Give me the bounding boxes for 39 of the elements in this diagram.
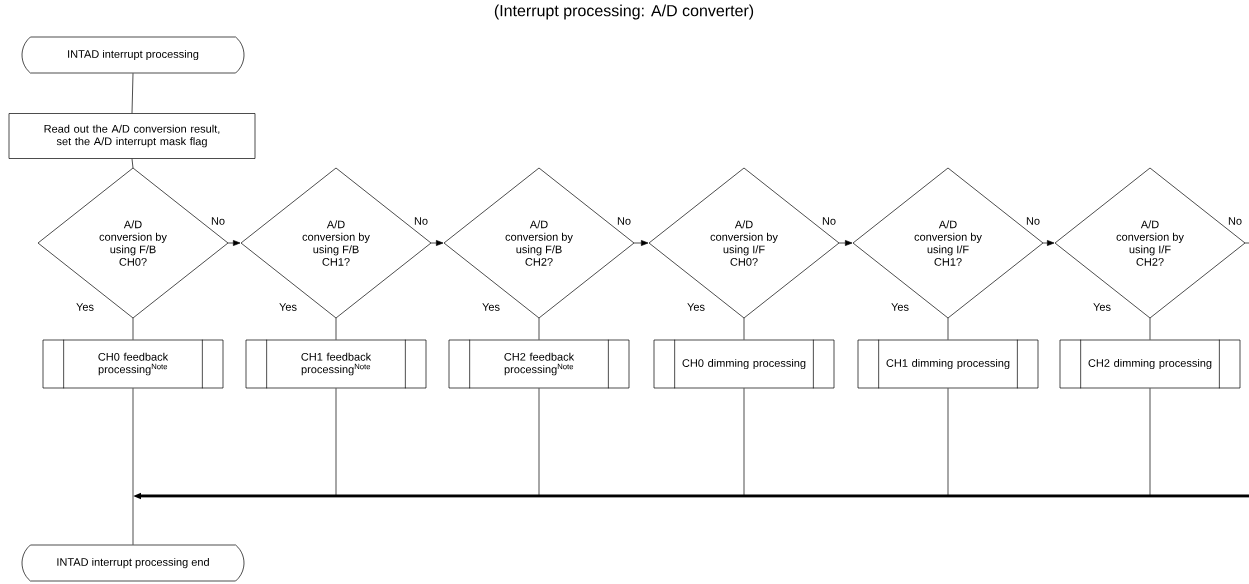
predefined-process-box: CH2 feedback processing$^{Note}$: [448, 339, 630, 389]
edge-label: Yes: [890, 302, 910, 312]
edge-label: No: [821, 216, 838, 226]
arrow: [227, 240, 241, 246]
arrow: [430, 240, 444, 246]
arrow: [633, 240, 649, 246]
edge-label: Yes: [75, 302, 95, 312]
predefined-process-box: CH1 dimming processing: [857, 339, 1039, 389]
predefined-process-box: CH2 dimming processing: [1059, 339, 1241, 389]
arrow: [1042, 240, 1055, 246]
edge-label: No: [616, 216, 633, 226]
connector-line: [131, 73, 134, 114]
connector-line: [131, 158, 134, 169]
connector-line: [335, 388, 337, 497]
title: (Interrupt processing: A/D converter): [494, 4, 754, 20]
edge-label: Yes: [481, 302, 501, 312]
edge-label: Yes: [686, 302, 706, 312]
connector-line: [538, 317, 540, 340]
connector-line: [335, 317, 337, 340]
edge-label: Yes: [278, 302, 298, 312]
process-box: Read out the A/D conversion result, set the A/D interrupt mask flag: [8, 113, 256, 159]
connector-line: [538, 388, 540, 497]
connector-line: [132, 317, 134, 340]
connector-line: [132, 388, 134, 545]
connector-line: [947, 317, 949, 340]
arrow: [838, 240, 853, 246]
connector-line: [743, 388, 745, 497]
connector-line: [1149, 317, 1151, 340]
edge-label: No: [413, 216, 430, 226]
predefined-process-box: CH0 feedback processing$^{Note}$: [42, 339, 224, 389]
edge-label: Yes: [1092, 302, 1112, 312]
predefined-process-box: CH1 feedback processing$^{Note}$: [245, 339, 427, 389]
connector-line: [1149, 388, 1151, 497]
edge-label: No: [1025, 216, 1042, 226]
edge-label: No: [1227, 216, 1244, 226]
predefined-process-box: CH0 dimming processing: [653, 339, 835, 389]
edge-label: No: [210, 216, 227, 226]
connector-line: [743, 317, 745, 340]
connector-line: [947, 388, 949, 497]
